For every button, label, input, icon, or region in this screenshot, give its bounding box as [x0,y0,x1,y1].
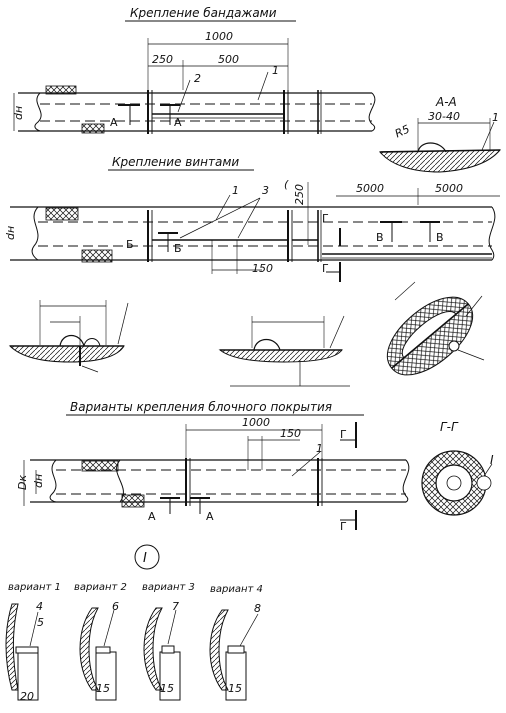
bandage-dim-b: 500 [218,53,239,66]
variant-2-label: вариант 2 [74,582,127,593]
bandage-section-dim: 30-40 [428,110,460,123]
variant-1: вариант 1 4 5 20 [5,582,61,703]
screws-mark-v1: В [376,231,384,244]
variant-4: вариант 4 8 15 [209,584,263,701]
block-mark-g2: Г [340,520,347,533]
block-section: Варианты крепления блочного покрытия 100… [16,400,494,533]
screws-title: Крепление винтами [112,155,239,169]
screws-callout-3: 3 [262,184,269,197]
bandage-callout-1: 1 [272,64,279,77]
screws-label-dn: dн [4,226,17,240]
bandage-callout-2: 2 [194,72,201,85]
bandage-section: Крепление бандажами 1000 250 500 [12,6,502,173]
variant-3-dim-bottom: 15 [160,682,174,695]
block-label-dk: Dк [16,475,29,490]
block-title: Варианты крепления блочного покрытия [70,400,332,414]
bandage-dim-a: 250 [152,53,173,66]
screws-mark-g2: Г [322,262,329,275]
variant-2-dim-bottom: 15 [96,682,110,695]
screws-mark-b1: Б [126,238,134,251]
block-detail-ref: I [490,453,494,467]
variant-4-callout: 8 [254,602,261,615]
block-mark-a2: А [206,510,214,523]
bandage-label-dn: dн [12,106,25,120]
variant-4-label: вариант 4 [210,584,263,595]
variant-2-callout: 6 [112,600,119,613]
screws-paren: ( [284,178,289,191]
variant-3-label: вариант 3 [142,582,195,593]
sections-row [8,281,485,387]
block-label-dn: dн [32,474,45,488]
block-mark-a1: А [148,510,156,523]
variant-1-callout: 4 [36,600,43,613]
bandage-section-title: А-А [435,95,457,109]
screws-dim-5000-a: 5000 [356,182,384,195]
variant-1-dim-bottom: 20 [20,690,34,703]
screws-section: Крепление винтами 5000 5000 250 ( [4,155,500,282]
block-dim-150: 150 [280,427,301,440]
screws-mark-v2: В [436,231,444,244]
block-dim-1000: 1000 [242,416,270,429]
detail-section: I вариант 1 4 5 20 вариант 2 6 15 вариа [5,544,263,703]
screws-callout-1: 1 [232,184,239,197]
bandage-section-radius: R5 [393,122,412,140]
bandage-mark-a: А [110,116,118,129]
bandage-mark-a2: А [174,116,182,129]
block-mark-g1: Г [340,428,347,441]
screws-dim-150: 150 [252,262,273,275]
bandage-dim-total: 1000 [205,30,233,43]
variant-1-dim-top: 5 [37,616,44,629]
screws-dim-5000-b: 5000 [435,182,463,195]
variant-4-dim-bottom: 15 [228,682,242,695]
variant-3: вариант 3 7 15 [142,582,195,701]
detail-marker: I [143,551,147,566]
screws-mark-g1: Г [322,212,329,225]
screws-dim-250: 250 [293,184,306,205]
block-callout-1: 1 [316,442,323,455]
variant-2: вариант 2 6 15 [74,582,127,701]
variant-1-label: вариант 1 [8,582,61,593]
block-gg-title: Г-Г [440,420,459,434]
bandage-section-callout: 1 [492,111,499,124]
variant-3-callout: 7 [172,600,179,613]
screws-mark-b2: Б [174,242,182,255]
bandage-title: Крепление бандажами [130,6,277,20]
